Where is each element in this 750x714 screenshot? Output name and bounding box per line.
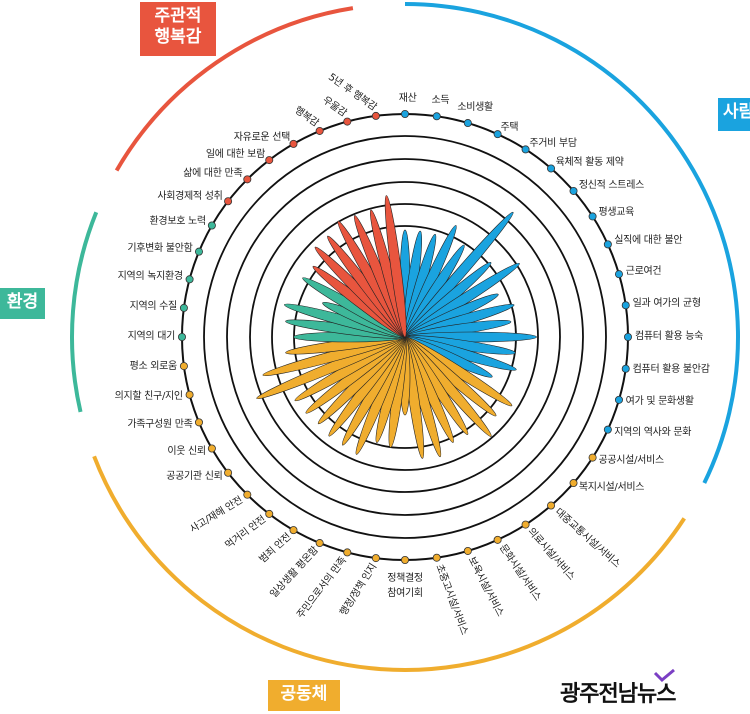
item-dot <box>614 395 623 404</box>
item-dot <box>493 130 502 139</box>
item-label: 소비생활 <box>457 102 493 114</box>
item-label: 이웃 신뢰 <box>167 446 206 457</box>
item-dot <box>463 546 472 555</box>
item-dot <box>371 111 380 120</box>
item-label: 일에 대한 보람 <box>205 148 265 160</box>
item-dot <box>624 332 633 341</box>
item-dot <box>343 117 352 126</box>
item-dot <box>463 119 472 128</box>
item-dot <box>432 112 441 121</box>
item-label: 평소 외로움 <box>129 361 178 373</box>
category-label-community: 공동체 <box>268 680 340 711</box>
logo-check-icon <box>653 668 675 682</box>
item-dot <box>521 520 530 529</box>
item-label: 지역의 수질 <box>129 300 178 312</box>
item-label: 지역의 대기 <box>127 331 176 342</box>
logo: 광주전남뉴스 <box>560 682 676 707</box>
item-dot <box>179 362 188 371</box>
item-label: 근로여건 <box>625 266 662 278</box>
item-dot <box>621 301 630 310</box>
item-label: 정책결정 참여기회 <box>387 573 423 599</box>
item-label: 공공시설/서비스 <box>598 455 664 467</box>
item-label: 의지할 친구/지인 <box>114 390 184 402</box>
item-label: 일과 여가의 균형 <box>632 298 701 310</box>
item-dot <box>432 553 441 562</box>
item-label: 자유로운 선택 <box>233 131 291 143</box>
item-label: 가족구성원 만족 <box>127 419 193 431</box>
item-dot <box>400 110 409 119</box>
petal <box>384 195 407 338</box>
group-arc <box>92 455 686 672</box>
item-dot <box>224 197 233 206</box>
item-label: 평생교육 <box>598 206 635 218</box>
item-dot <box>194 247 203 256</box>
item-dot <box>289 139 298 148</box>
item-dot <box>621 364 630 373</box>
item-dot <box>343 548 352 557</box>
item-dot <box>569 186 578 195</box>
item-dot <box>207 444 216 453</box>
category-label-environment: 환경 <box>0 288 45 319</box>
item-label: 지역의 역사와 문화 <box>614 426 692 438</box>
item-dot <box>207 221 216 230</box>
item-label: 소득 <box>431 95 450 107</box>
item-dot <box>547 501 556 510</box>
item-dot <box>243 175 252 184</box>
item-dot <box>493 535 502 544</box>
item-label: 지역의 녹지환경 <box>117 271 183 283</box>
item-dot <box>371 554 380 563</box>
group-arc <box>70 211 99 413</box>
item-dot <box>224 468 233 477</box>
item-label: 컴퓨터 활용 불안감 <box>632 363 710 375</box>
item-dot <box>289 526 298 535</box>
item-dot <box>400 556 409 565</box>
item-dot <box>569 479 578 488</box>
item-dot <box>521 145 530 154</box>
item-label: 삶에 대한 만족 <box>183 168 243 180</box>
item-label: 주택 <box>500 121 519 133</box>
item-dot <box>194 418 203 427</box>
item-dot <box>265 509 274 518</box>
item-dot <box>603 425 612 434</box>
item-dot <box>185 390 194 399</box>
item-label: 정신적 스트레스 <box>578 180 644 192</box>
item-dot <box>185 275 194 284</box>
item-label: 주거비 부담 <box>529 137 577 149</box>
grid-ring <box>203 135 607 539</box>
item-label: 육체적 활동 제약 <box>555 157 624 169</box>
item-label: 공공기관 신뢰 <box>166 471 223 482</box>
item-dot <box>265 156 274 165</box>
item-label: 여가 및 문화생활 <box>625 395 694 407</box>
item-dot <box>243 490 252 499</box>
item-label: 기후변화 불안함 <box>127 242 193 254</box>
item-dot <box>603 240 612 249</box>
item-dot <box>547 164 556 173</box>
group-arc <box>114 6 354 172</box>
item-label: 사회경제적 성취 <box>157 190 223 202</box>
item-label: 컴퓨터 활용 능숙 <box>635 331 704 342</box>
item-dot <box>179 303 188 312</box>
group-arc <box>404 2 740 484</box>
item-dot <box>315 126 324 135</box>
item-label: 재산 <box>398 93 417 105</box>
grid-ring <box>226 158 584 516</box>
item-label: 실직에 대한 불안 <box>614 235 683 247</box>
item-dot <box>315 539 324 548</box>
item-label: 환경보호 노력 <box>149 216 207 227</box>
item-dot <box>614 270 623 279</box>
item-dot <box>588 212 597 221</box>
grid-ring <box>271 203 539 471</box>
item-label: 복지시설/서비스 <box>578 481 645 493</box>
category-label-people: 사람 <box>718 98 750 131</box>
grid-ring <box>249 181 561 493</box>
item-dot <box>177 332 186 341</box>
category-label-subjective-happiness: 주관적 행복감 <box>140 2 216 56</box>
item-dot <box>588 453 597 462</box>
